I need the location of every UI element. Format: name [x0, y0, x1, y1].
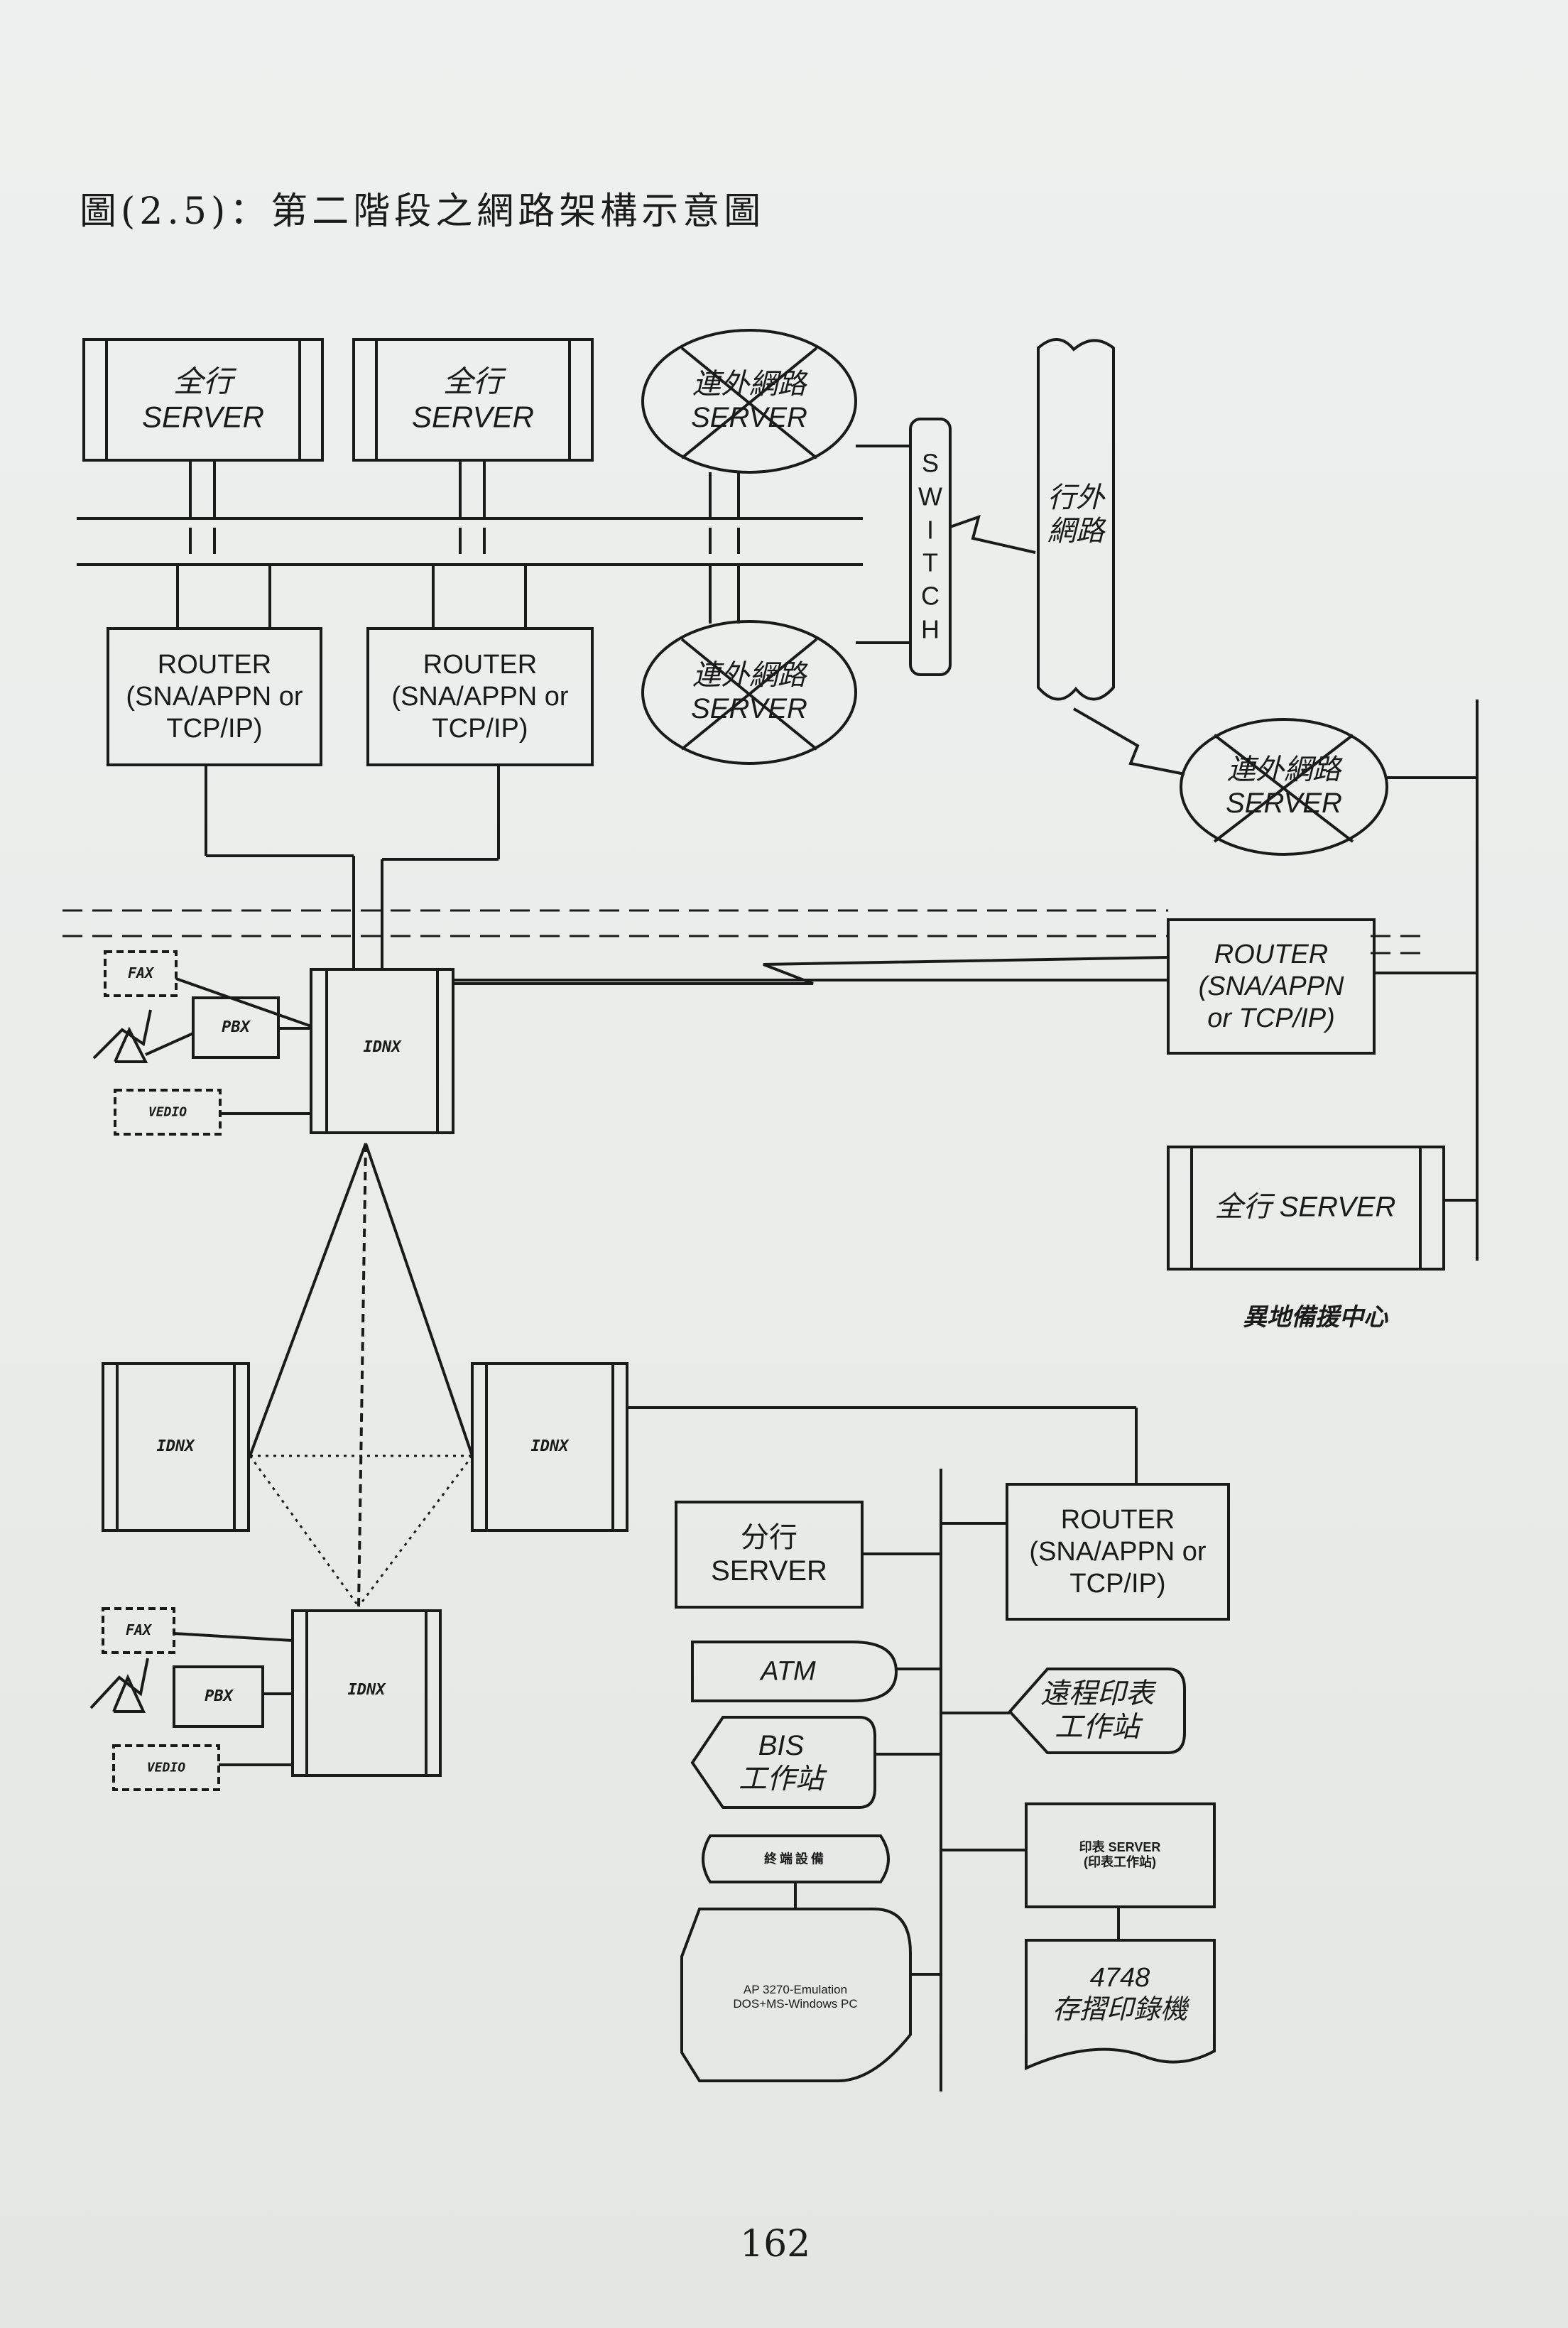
router-2-label: ROUTER (SNA/APPN or TCP/IP)	[391, 649, 569, 744]
bis-ws-label: BIS 工作站	[739, 1729, 824, 1795]
fax-2-box	[102, 1607, 175, 1654]
idnx-3-box	[471, 1362, 628, 1532]
atm-shape	[691, 1641, 898, 1702]
page-number: 162	[740, 2223, 811, 2266]
idnx-2-box	[102, 1362, 250, 1532]
idnx-2-label: IDNX	[156, 1437, 195, 1456]
ext-server-mid-shape	[641, 620, 857, 765]
idnx-1-box	[310, 968, 454, 1134]
remote-print-shape	[1008, 1668, 1186, 1754]
server-backup-box	[1167, 1146, 1445, 1271]
terminal-header-shape	[702, 1834, 890, 1883]
printer-4748-label: 4748 存摺印錄機	[1052, 1963, 1188, 2025]
ext-server-right-shape	[1180, 718, 1388, 856]
bis-shape	[690, 1716, 876, 1809]
ext-server-right-label: 連外網路 SERVER	[1226, 754, 1342, 819]
idnx-1-label: IDNX	[363, 1038, 401, 1057]
video-2-label: VEDIO	[146, 1760, 186, 1775]
router-2-box	[366, 627, 594, 766]
external-network-label: 行外 網路	[1047, 482, 1104, 547]
atm-label: ATM	[761, 1656, 816, 1687]
router-backup-label: ROUTER (SNA/APPN or TCP/IP)	[1198, 939, 1344, 1033]
ext-server-top-shape	[641, 329, 857, 474]
branch-router-box	[1006, 1483, 1230, 1621]
remote-print-ws-label: 遠程印表 工作站	[1040, 1677, 1154, 1743]
router-backup-box	[1167, 918, 1376, 1055]
print-server-label: 印表 SERVER (印表工作站)	[1079, 1839, 1161, 1869]
pc-emulation-label: AP 3270-Emulation DOS+MS-Windows PC	[733, 1982, 858, 2011]
pc-shape	[680, 1908, 912, 2082]
branch-router-label: ROUTER (SNA/APPN or TCP/IP)	[1029, 1504, 1207, 1599]
video-2-box	[112, 1744, 220, 1791]
external-network-shape	[1037, 338, 1115, 701]
fax-2-label: FAX	[125, 1621, 152, 1639]
terminal-header-label: 終端設備	[764, 1851, 827, 1866]
pbx-1-label: PBX	[222, 1018, 250, 1037]
ext-server-mid-label: 連外網路 SERVER	[691, 659, 807, 724]
fax-1-box	[104, 950, 178, 997]
switch-box	[909, 418, 952, 676]
idnx-3-label: IDNX	[530, 1437, 569, 1456]
branch-server-label: 分行 SERVER	[711, 1521, 827, 1587]
video-1-label: VEDIO	[148, 1104, 187, 1120]
fax-1-label: FAX	[127, 964, 154, 982]
server-backup-label: 全行 SERVER	[1214, 1191, 1396, 1223]
server-1-label: 全行 SERVER	[142, 364, 264, 433]
backup-center-label: 異地備援中心	[1243, 1303, 1388, 1331]
print-server-box	[1025, 1802, 1216, 1908]
printer-4748-shape	[1025, 1939, 1216, 2071]
server-1-box	[82, 338, 324, 462]
switch-label: S W I T C H	[918, 448, 942, 644]
server-2-box	[352, 338, 594, 462]
figure-title: 圖(2.5)：第二階段之網路架構示意圖	[80, 190, 766, 233]
pbx-2-box	[173, 1665, 264, 1728]
router-1-label: ROUTER (SNA/APPN or TCP/IP)	[126, 649, 303, 744]
server-2-label: 全行 SERVER	[412, 364, 534, 433]
idnx-4-label: IDNX	[347, 1681, 386, 1699]
pbx-2-label: PBX	[205, 1687, 233, 1706]
router-1-box	[107, 627, 322, 766]
ext-server-top-label: 連外網路 SERVER	[691, 368, 807, 433]
